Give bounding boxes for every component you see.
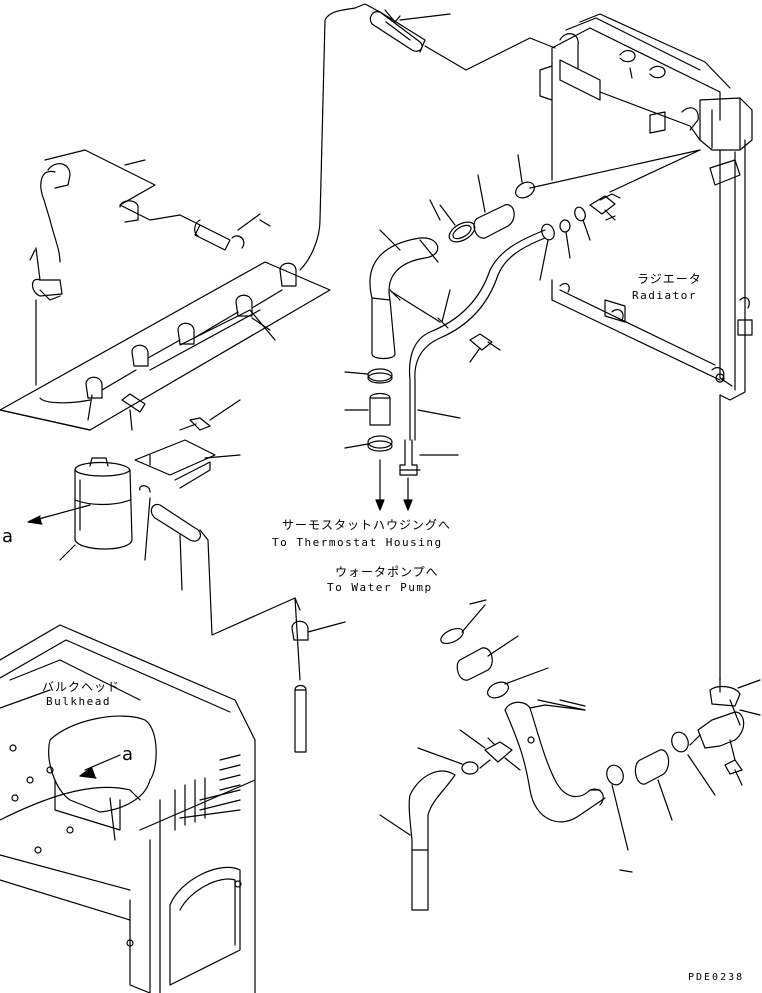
bolt-left	[179, 399, 241, 431]
lower-main-hose	[504, 699, 606, 823]
drain-valve	[589, 149, 701, 221]
tee-fitting	[459, 729, 521, 771]
thermostat-label-en: To Thermostat Housing	[272, 536, 443, 549]
lower-right-parts	[606, 677, 761, 851]
bulkhead	[0, 624, 256, 993]
bulkhead-label-jp: バルクヘッド	[42, 680, 121, 694]
tank-bracket	[134, 439, 241, 489]
lower-left-clamp	[417, 747, 479, 775]
radiator-label-en: Radiator	[632, 289, 697, 302]
small-clamps	[539, 206, 591, 281]
ref-a-bulkhead: a	[122, 744, 134, 765]
lower-hose-upper-clamp	[440, 604, 486, 645]
leader-lines	[429, 199, 633, 873]
radiator	[539, 13, 753, 681]
waterpump-label-jp: ウォータポンプへ	[335, 565, 439, 579]
water-pump-side-parts	[399, 409, 461, 511]
left-bracket-assembly	[0, 149, 331, 431]
bulkhead-label-en: Bulkhead	[46, 695, 111, 708]
radiator-label-jp: ラジエータ	[637, 272, 702, 286]
thermostat-label-jp: サーモスタットハウジングへ	[282, 518, 452, 532]
hose-clamp-2	[515, 149, 701, 199]
bolt-center	[469, 333, 501, 363]
thermostat-side-parts	[344, 368, 393, 511]
overflow-hose	[299, 3, 556, 271]
drain-hose	[379, 770, 456, 911]
ref-a-left: a	[2, 526, 14, 547]
upper-hose	[369, 229, 439, 360]
lower-hose-connector	[456, 635, 519, 681]
hose-clamp-1	[439, 204, 476, 243]
reserve-tank	[59, 457, 151, 561]
lower-hose-clamp-2	[487, 667, 549, 699]
tank-hose	[150, 503, 346, 753]
hose-connector-upper	[473, 174, 515, 239]
drawing-code: PDE0238	[688, 972, 745, 983]
waterpump-label-en: To Water Pump	[327, 581, 433, 594]
arrow-a-left	[27, 504, 91, 525]
bypass-tube	[391, 229, 546, 441]
